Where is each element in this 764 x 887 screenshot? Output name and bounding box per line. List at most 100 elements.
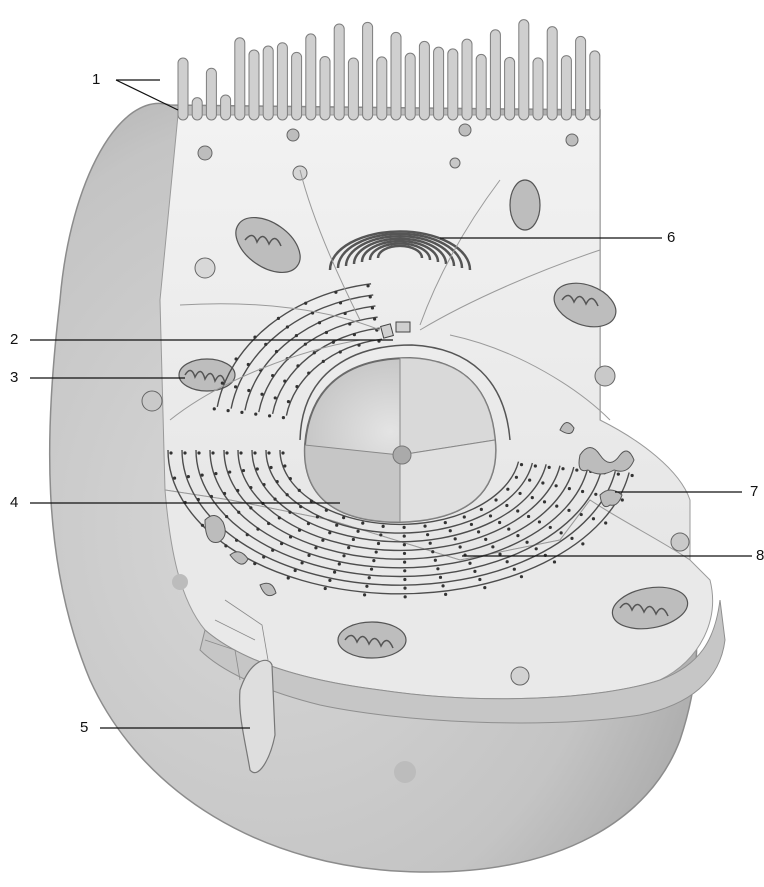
ribosome	[617, 473, 620, 476]
label-2: 2	[10, 332, 18, 347]
ribosome	[439, 576, 442, 579]
label-8: 8	[756, 548, 764, 563]
ribosome	[370, 568, 373, 571]
ribosome	[498, 521, 501, 524]
ribosome	[604, 521, 607, 524]
ribosome	[352, 538, 355, 541]
ribosome	[275, 350, 278, 353]
ribosome	[581, 542, 584, 545]
microvillus	[306, 34, 316, 120]
ribosome	[528, 479, 531, 482]
ribosome	[426, 533, 429, 536]
label-7: 7	[750, 484, 758, 499]
ribosome	[525, 541, 528, 544]
ribosome	[254, 413, 257, 416]
microvillus	[348, 58, 358, 120]
ribosome	[281, 451, 284, 454]
microvillus	[547, 27, 557, 120]
ribosome	[339, 350, 342, 353]
ribosome	[353, 333, 356, 336]
ribosome	[213, 407, 216, 410]
microvillus	[178, 58, 188, 120]
ribosome	[287, 400, 290, 403]
ribosome	[214, 472, 217, 475]
ribosome	[268, 414, 271, 417]
ribosome	[581, 490, 584, 493]
ribosome	[295, 334, 298, 337]
ribosome	[444, 593, 447, 596]
microvillus	[277, 43, 287, 120]
ribosome	[436, 567, 439, 570]
ribosome	[403, 543, 406, 546]
ribosome	[239, 451, 242, 454]
ribosome	[240, 411, 243, 414]
ribosome	[531, 496, 534, 499]
ribosome	[470, 523, 473, 526]
ribosome	[278, 516, 281, 519]
ribosome	[459, 545, 462, 548]
ribosome	[314, 546, 317, 549]
ribosome	[249, 486, 252, 489]
microvillus	[576, 36, 586, 120]
microvillus	[292, 52, 302, 120]
ribosome	[333, 571, 336, 574]
ribosome	[366, 284, 369, 287]
ribosome	[264, 343, 267, 346]
ribosome	[561, 467, 564, 470]
ribosome	[518, 492, 521, 495]
ribosome	[187, 475, 190, 478]
ribosome	[403, 526, 406, 529]
ribosome	[403, 569, 406, 572]
ribosome	[253, 562, 256, 565]
ribosome	[568, 487, 571, 490]
ribosome	[201, 473, 204, 476]
ribosome	[304, 343, 307, 346]
ribosome	[535, 547, 538, 550]
ribosome	[235, 539, 238, 542]
label-3: 3	[10, 370, 18, 385]
ribosome	[377, 542, 380, 545]
ribosome	[286, 493, 289, 496]
ribosome	[431, 550, 434, 553]
ribosome	[494, 498, 497, 501]
ribosome	[441, 584, 444, 587]
ribosome	[484, 538, 487, 541]
ribosome	[262, 483, 265, 486]
ribosome	[295, 385, 298, 388]
ribosome	[298, 489, 301, 492]
ribosome	[342, 516, 345, 519]
ribosome	[527, 515, 530, 518]
ribosome	[221, 382, 224, 385]
ribosome	[363, 593, 366, 596]
ribosome	[505, 504, 508, 507]
ribosome	[506, 560, 509, 563]
ribosome	[553, 560, 556, 563]
ribosome	[371, 306, 374, 309]
ribosome	[372, 559, 375, 562]
label-5: 5	[80, 720, 88, 735]
microvillus	[206, 68, 216, 120]
ribosome	[403, 552, 406, 555]
ribosome	[169, 451, 172, 454]
ribosome	[515, 476, 518, 479]
microvillus	[391, 32, 401, 120]
ribosome	[262, 555, 265, 558]
ribosome	[328, 531, 331, 534]
microvillus	[405, 53, 415, 120]
ribosome	[224, 544, 227, 547]
microvillus	[363, 22, 373, 120]
ribosome	[334, 291, 337, 294]
microvillus	[320, 56, 330, 120]
ribosome	[280, 542, 283, 545]
ribosome	[283, 379, 286, 382]
ribosome	[274, 396, 277, 399]
ribosome	[375, 550, 378, 553]
microvillus	[533, 58, 543, 120]
ribosome	[403, 578, 406, 581]
microvillus	[590, 51, 600, 120]
ribosome	[570, 537, 573, 540]
ribosome	[249, 506, 252, 509]
ribosome	[516, 534, 519, 537]
ribosome	[477, 530, 480, 533]
ribosome	[339, 301, 342, 304]
